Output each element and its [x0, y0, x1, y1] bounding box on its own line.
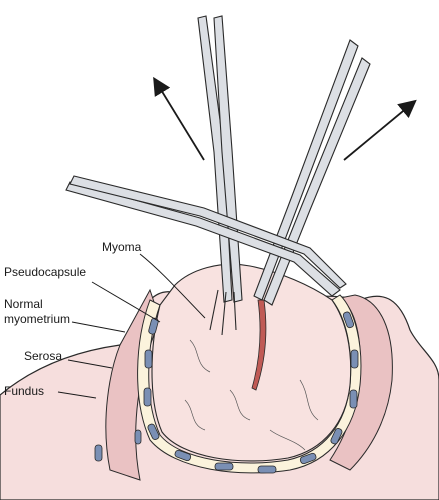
normal-myometrium-label-line2: myometrium: [4, 312, 71, 326]
myoma-label: Myoma: [102, 240, 142, 254]
normal-myometrium-leader: [71, 321, 126, 333]
normal-myometrium-label-line1: Normal: [4, 297, 43, 311]
myoma-mass: [151, 263, 352, 462]
up-left-arrow-icon: [153, 76, 205, 161]
serosa-label: Serosa: [24, 349, 63, 363]
incision: [251, 299, 267, 391]
serosa-leader: [67, 359, 113, 369]
myoma-texture: [184, 339, 319, 451]
capsule-vessels: [94, 311, 359, 474]
pseudocapsule-ring: [137, 294, 362, 474]
up-right-arrow-icon: [343, 99, 417, 161]
pseudocapsule-label: Pseudocapsule: [4, 265, 87, 279]
pseudocapsule-leader: [91, 281, 161, 323]
myoma-leader: [139, 253, 206, 319]
fundus-label: Fundus: [4, 384, 45, 398]
forceps-left: [65, 175, 347, 297]
fundus-leader: [57, 391, 97, 399]
leader-lines: [57, 253, 206, 399]
